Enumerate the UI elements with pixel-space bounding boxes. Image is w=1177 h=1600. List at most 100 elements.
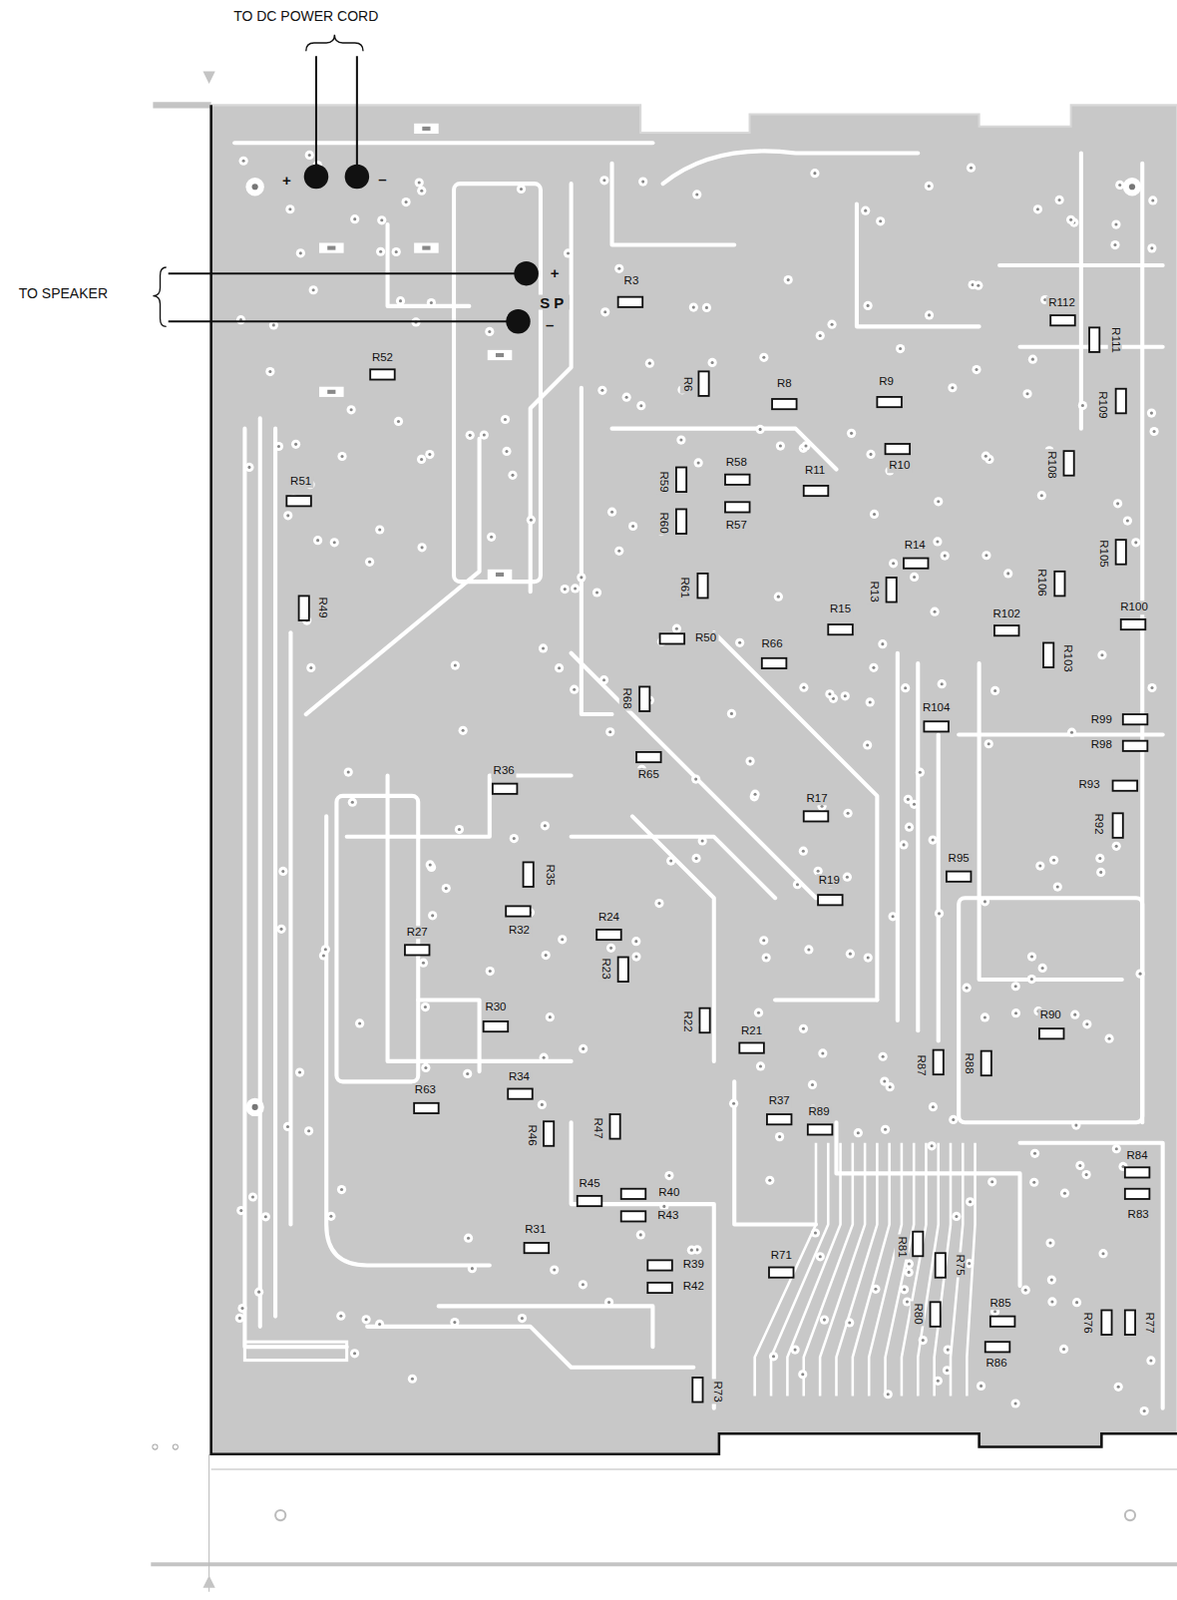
resistor-label: R60: [656, 509, 671, 535]
pad-hole: [935, 539, 939, 543]
resistor-label: R61: [677, 574, 692, 600]
solder-pad: [330, 537, 340, 547]
solder-pad: [605, 727, 615, 737]
pad-hole: [675, 627, 679, 631]
pad-hole: [242, 159, 246, 163]
resistor-label: R100: [1118, 601, 1151, 616]
solder-pad: [909, 572, 919, 582]
solder-pad: [283, 510, 293, 520]
pad-hole: [1063, 1191, 1067, 1195]
solder-pad: [934, 908, 944, 918]
solder-pad: [336, 1311, 346, 1321]
copper-trace: [326, 815, 490, 1265]
solder-pad: [1011, 1008, 1021, 1018]
solder-pad: [1113, 498, 1123, 508]
solder-pad: [789, 1344, 799, 1354]
pad-hole: [987, 742, 991, 746]
frame-hole: [275, 1510, 286, 1521]
pad-hole: [572, 688, 576, 692]
pad-hole: [927, 184, 931, 188]
resistor-symbol: [817, 894, 843, 905]
pad-hole: [872, 512, 876, 516]
solder-pad: [416, 542, 426, 552]
pad-hole: [379, 250, 383, 254]
pad-hole: [617, 549, 621, 553]
pad-hole: [581, 1282, 585, 1286]
copper-trace: [571, 836, 777, 898]
solder-pad: [426, 298, 436, 308]
pad-hole: [732, 1102, 736, 1106]
solder-pad: [416, 454, 426, 464]
pad-hole: [907, 1261, 911, 1265]
solder-pad: [355, 1018, 365, 1028]
solder-pad: [1053, 881, 1063, 891]
solder-pad: [248, 1191, 258, 1201]
solder-pad: [465, 430, 475, 440]
resistor-label: R92: [1092, 811, 1107, 837]
solder-pad: [797, 1369, 807, 1379]
solder-pad: [576, 572, 586, 582]
solder-pad: [1114, 1382, 1124, 1392]
pad-hole: [1150, 411, 1154, 415]
resistor-label: R10: [886, 459, 912, 474]
pad-hole: [1006, 571, 1010, 575]
pad-hole: [888, 1085, 892, 1089]
solder-pad: [376, 247, 386, 257]
resistor-symbol: [577, 1195, 603, 1206]
solder-pad: [1021, 1285, 1031, 1295]
solder-pad: [607, 507, 617, 517]
solder-pad: [285, 204, 295, 214]
slot-hole: [495, 572, 504, 577]
solder-pad: [915, 768, 925, 778]
solder-pad: [865, 697, 875, 707]
solder-pad: [278, 866, 288, 876]
solder-pad: [1070, 1010, 1080, 1020]
resistor-label: R76: [1080, 1310, 1095, 1336]
pad-hole: [634, 939, 638, 943]
pad-hole: [768, 1178, 772, 1182]
solder-pad: [980, 1012, 990, 1022]
pad-hole: [1143, 1409, 1147, 1413]
copper-trace: [632, 815, 715, 1062]
pad-hole: [1150, 686, 1154, 690]
pad-hole: [368, 560, 372, 564]
pad-hole: [898, 347, 902, 351]
solder-pad: [507, 470, 517, 480]
pad-hole: [257, 1290, 261, 1294]
solder-pad: [236, 315, 246, 325]
solder-pad: [424, 449, 434, 459]
solder-pad: [549, 1264, 559, 1274]
pad-hole: [931, 837, 935, 841]
resistor-symbol: [725, 474, 751, 485]
solder-pad: [1147, 407, 1157, 417]
resistor-label: R86: [983, 1356, 1009, 1371]
pad-hole: [579, 575, 583, 579]
pad-hole: [694, 778, 698, 782]
solder-pad: [809, 168, 819, 178]
pad-hole: [1073, 1013, 1077, 1017]
solder-pad: [599, 175, 609, 185]
pad-hole: [396, 419, 400, 423]
pad-hole: [353, 217, 357, 221]
resistor-symbol: [621, 1188, 647, 1199]
pad-hole: [1036, 207, 1040, 211]
pad-hole: [504, 449, 508, 453]
connection-label: –: [376, 170, 389, 186]
solder-pad: [1147, 243, 1157, 253]
solder-pad: [638, 177, 648, 187]
pad-hole: [617, 267, 621, 271]
pad-hole: [1075, 1300, 1079, 1304]
pad-hole: [608, 730, 612, 734]
pad-hole: [1014, 1401, 1018, 1405]
solder-pad: [563, 248, 573, 258]
solder-pad: [305, 150, 315, 160]
pad-hole: [609, 946, 613, 950]
pad-hole: [969, 166, 973, 170]
pad-hole: [950, 386, 954, 390]
bus-trace: [852, 1143, 890, 1397]
resistor-symbol: [1089, 327, 1100, 353]
solder-pad: [877, 639, 887, 649]
resistor-label: R13: [867, 579, 882, 605]
solder-pad: [592, 587, 602, 597]
solder-pad: [235, 1313, 245, 1323]
